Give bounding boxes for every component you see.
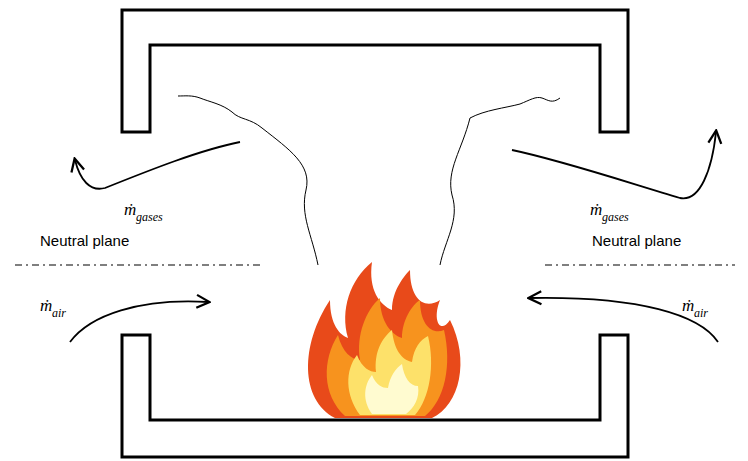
flow-subscript: air — [694, 306, 708, 321]
mass-flow-symbol: ṁ — [40, 296, 52, 316]
neutral-plane-line — [15, 264, 262, 265]
mass-flow-symbol: ṁ — [590, 200, 602, 220]
air-flow-arrow — [70, 301, 208, 342]
mass-flow-symbol: ṁ — [124, 200, 136, 220]
flow-subscript: gases — [602, 210, 629, 225]
gas-flow-arrow — [512, 132, 716, 198]
neutral-plane-line — [545, 264, 735, 265]
flame — [308, 262, 460, 418]
room-ceiling — [122, 10, 628, 132]
plume-line — [178, 96, 318, 265]
flow-subscript: gases — [136, 210, 163, 225]
flow-subscript: air — [52, 306, 66, 321]
plume-line — [440, 97, 560, 265]
neutral-plane-label: Neutral plane — [592, 232, 681, 249]
neutral-plane-label: Neutral plane — [40, 232, 129, 249]
mass-flow-symbol: ṁ — [682, 296, 694, 316]
gas-flow-arrow — [75, 142, 240, 189]
